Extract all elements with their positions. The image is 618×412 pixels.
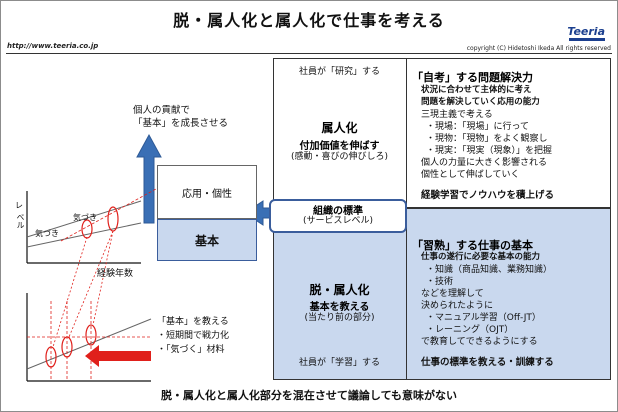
zokujinka-note: (感動・喜びの伸びしろ)	[290, 152, 389, 162]
growth-caption-1: 個人の貢献で	[133, 105, 191, 116]
shujuku-line-0: ・知識（商品知識、業務知識）	[426, 265, 553, 275]
jiko-line-5: 個性として伸ばしていく	[421, 170, 520, 180]
lower-ring-3	[85, 324, 97, 346]
upper-graph-line-1	[26, 222, 142, 248]
link-line-2	[68, 230, 114, 338]
datsu-note: (当たり前の部分)	[304, 313, 375, 323]
jiko-line-2: ・現物：「現物」をよく観察し	[426, 134, 548, 144]
upper-graph-dashed	[60, 188, 157, 242]
kizuki-label-2: 気づき	[73, 213, 97, 222]
lower-ring-2	[61, 336, 73, 358]
teach-red-arrow	[85, 345, 151, 367]
jiko-sub-1: 状況に合わせて主体的に考え	[421, 85, 532, 95]
shujuku-line-2: などを理解して	[421, 289, 484, 299]
kizuki-label-1: 気づき	[35, 229, 59, 238]
jiko-sub-2: 問題を解決していく応用の能力	[421, 97, 540, 107]
shujuku-title: 「習熟」する仕事の基本	[412, 239, 533, 252]
jiko-line-3: ・現実：「現実（現象）」を把握	[426, 146, 553, 156]
shujuku-line-3: 決められたように	[421, 301, 494, 311]
kizuki-ring-2	[107, 206, 119, 232]
shujuku-line-5: ・レーニング（OJT）	[426, 325, 514, 335]
standard-sub: (サービスレベル)	[302, 216, 374, 226]
link-line-3	[92, 230, 114, 326]
zokujinka-heading: 属人化	[321, 121, 358, 135]
link-line-1	[52, 236, 88, 348]
footer-note: 脱・属人化と属人化部分を混在させて議論しても意味がない	[160, 389, 458, 402]
lower-ring-1	[45, 346, 57, 368]
shujuku-line-4: ・マニュアル学習（Off-JT）	[426, 313, 541, 323]
kihon-box: 基本	[157, 219, 257, 261]
shujuku-line-6: で教育してできるようにする	[421, 337, 538, 347]
jiko-line-1: ・現場：「現場」に行って	[426, 122, 530, 132]
research-trigger: 社員が「研究」する	[298, 67, 380, 77]
learn-trigger: 社員が「学習」する	[298, 358, 380, 368]
shujuku-sub: 仕事の遂行に必要な基本の能力	[421, 252, 541, 262]
shujuku-line-1: ・技術	[426, 277, 454, 287]
growth-caption-2: 「基本」を成長させる	[133, 118, 229, 129]
teeria-logo: Teeria	[567, 25, 605, 38]
teach-label-1: 「基本」を教える	[157, 317, 229, 327]
datsu-heading: 脱・属人化	[309, 283, 370, 297]
bottom-panel	[273, 208, 611, 380]
upper-graph-line-2	[26, 200, 142, 238]
graph-ylabel-top: レ	[15, 201, 23, 210]
standard-title: 組織の標準	[313, 206, 363, 217]
datsu-sub: 基本を教える	[309, 302, 370, 313]
jiko-line-0: 三現主義で考える	[421, 110, 493, 120]
page-title: 脱・属人化と属人化で仕事を考える	[173, 11, 445, 30]
logo-bar	[569, 38, 605, 41]
graph-xlabel: 経験年数	[97, 269, 134, 279]
site-url[interactable]: http://www.teeria.co.jp	[7, 42, 99, 50]
oyo-box: 応用・個性	[157, 165, 257, 219]
copyright: copyright (C) Hidetoshi Ikeda All rights…	[466, 45, 611, 52]
jiko-line-4: 個人の力量に大きく影響される	[421, 158, 548, 168]
standard-box	[269, 199, 407, 233]
zokujinka-sub: 付加価値を伸ばす	[299, 141, 380, 152]
shujuku-summary: 仕事の標準を教える・訓練する	[421, 357, 554, 368]
graph-ylabel-bottom: ベル	[16, 213, 25, 229]
jiko-summary: 経験学習でノウハウを積上げる	[421, 190, 555, 201]
header-rule	[6, 53, 612, 54]
teach-label-2: ・短期間で戦力化	[157, 331, 230, 341]
top-panel	[273, 58, 611, 208]
jiko-title: 「自考」する問題解決力	[412, 71, 533, 84]
teach-label-3: ・「気づく」材料	[157, 345, 225, 355]
